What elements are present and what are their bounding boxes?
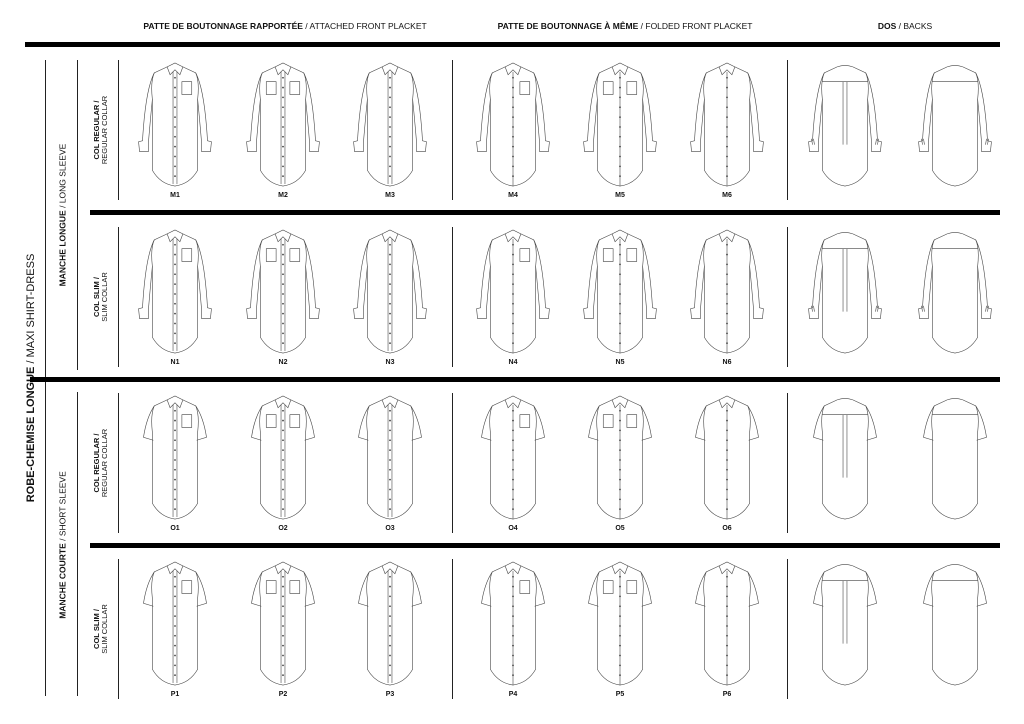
collar-label: COL SLIM /SLIM COLLAR	[91, 604, 109, 654]
shirt-front-sketch	[143, 395, 207, 520]
shirt-front-sketch	[138, 229, 212, 354]
shirt-front-sketch	[251, 561, 315, 686]
model-code: N6	[722, 359, 732, 366]
model-code: O4	[508, 525, 518, 532]
model-code: P5	[615, 691, 625, 698]
shirt-front-sketch	[138, 62, 212, 187]
shirt-front-sketch	[481, 561, 545, 686]
collar-label: COL REGULAR /REGULAR COLLAR	[91, 95, 109, 165]
model-code: N5	[615, 359, 625, 366]
shirt-back-sketch	[918, 232, 992, 354]
shirt-front-sketch	[143, 561, 207, 686]
shirt-front-sketch	[358, 395, 422, 520]
model-code: M1	[170, 192, 180, 199]
collar-divider	[118, 559, 120, 699]
model-code: M4	[508, 192, 518, 199]
model-code: N4	[508, 359, 518, 366]
column-divider	[452, 227, 454, 367]
shirt-front-sketch	[353, 62, 427, 187]
collar-divider	[118, 227, 120, 367]
shirt-back-sketch	[923, 564, 987, 686]
model-code: O1	[170, 525, 180, 532]
model-code: P3	[385, 691, 395, 698]
shirt-back-sketch	[813, 398, 877, 520]
column-divider	[787, 60, 789, 200]
shirt-back-sketch	[923, 398, 987, 520]
row-divider	[90, 210, 1000, 215]
collar-divider	[118, 393, 120, 533]
shirt-front-sketch	[476, 62, 550, 187]
model-code: N2	[278, 359, 288, 366]
shirt-back-sketch	[808, 232, 882, 354]
short-sleeve-divider	[77, 392, 79, 696]
header-backs: DOS / BACKS	[877, 21, 933, 31]
column-divider	[452, 60, 454, 200]
model-code: O6	[722, 525, 732, 532]
shirt-front-sketch	[690, 62, 764, 187]
model-code: O3	[385, 525, 395, 532]
model-code: P2	[278, 691, 288, 698]
row-divider	[90, 543, 1000, 548]
shirt-back-sketch	[918, 65, 992, 187]
collar-label: COL SLIM /SLIM COLLAR	[91, 272, 109, 322]
shirt-front-sketch	[583, 229, 657, 354]
column-divider	[452, 393, 454, 533]
model-code: P6	[722, 691, 732, 698]
column-divider	[452, 559, 454, 699]
shirt-front-sketch	[476, 229, 550, 354]
column-divider	[787, 227, 789, 367]
model-code: N3	[385, 359, 395, 366]
sleeve-label-long: MANCHE LONGUE / LONG SLEEVE	[57, 143, 68, 287]
shirt-back-sketch	[808, 65, 882, 187]
header-attached-placket: PATTE DE BOUTONNAGE RAPPORTÉE / ATTACHED…	[143, 21, 427, 31]
model-code: M5	[615, 192, 625, 199]
model-code: P1	[170, 691, 180, 698]
collar-divider	[118, 60, 120, 200]
sleeve-label-short: MANCHE COURTE / SHORT SLEEVE	[57, 471, 68, 619]
model-code: N1	[170, 359, 180, 366]
column-divider	[787, 559, 789, 699]
header-folded-placket: PATTE DE BOUTONNAGE À MÊME / FOLDED FRON…	[497, 21, 753, 31]
shirt-front-sketch	[251, 395, 315, 520]
shirt-front-sketch	[358, 561, 422, 686]
shirt-front-sketch	[690, 229, 764, 354]
shirt-back-sketch	[813, 564, 877, 686]
model-code: M3	[385, 192, 395, 199]
shirt-front-sketch	[481, 395, 545, 520]
long-sleeve-divider	[77, 60, 79, 370]
model-code: O5	[615, 525, 625, 532]
shirt-front-sketch	[246, 229, 320, 354]
shirt-front-sketch	[583, 62, 657, 187]
model-code: M6	[722, 192, 732, 199]
model-code: M2	[278, 192, 288, 199]
column-divider	[787, 393, 789, 533]
shirt-front-sketch	[353, 229, 427, 354]
collar-label: COL REGULAR /REGULAR COLLAR	[91, 428, 109, 498]
shirt-front-sketch	[588, 561, 652, 686]
shirt-front-sketch	[695, 395, 759, 520]
shirt-front-sketch	[695, 561, 759, 686]
top-divider	[25, 42, 1000, 47]
group-divider	[30, 377, 1000, 382]
model-code: P4	[508, 691, 518, 698]
model-code: O2	[278, 525, 288, 532]
shirt-front-sketch	[588, 395, 652, 520]
shirt-front-sketch	[246, 62, 320, 187]
